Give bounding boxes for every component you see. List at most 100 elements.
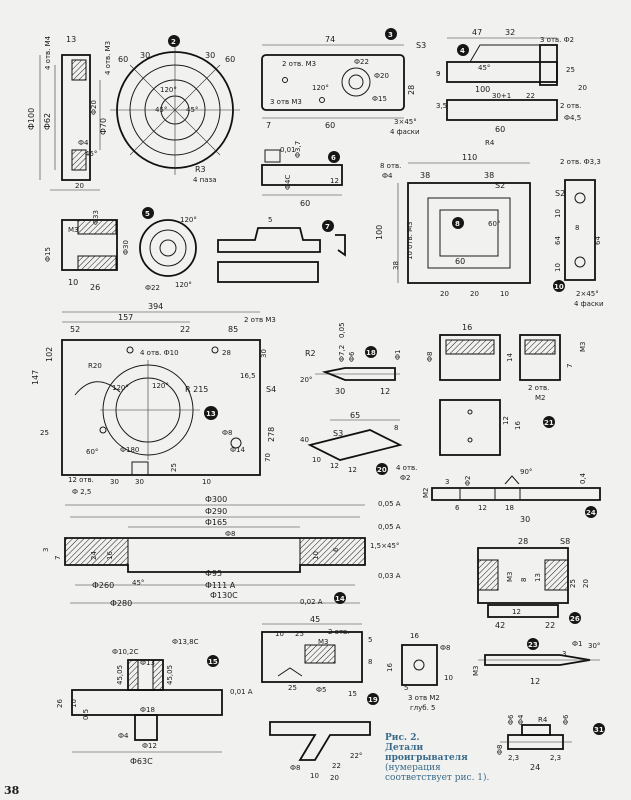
part-1-dim: Ф20 [90,100,98,115]
part-5-dim: Ф15 [44,247,52,262]
part-13-dim: 85 [228,325,238,334]
part-3-number-badge: 3 [385,28,397,40]
part-23-dim: М3 [472,666,480,677]
svg-text:6: 6 [331,154,336,162]
part-19-dim: Ф5 [316,686,326,694]
part-14-dim: 16 [106,551,114,560]
part-21-number-badge: 21 [543,416,555,428]
part-8-dim: 8 отв. [380,162,401,170]
part-21-dim: М2 [535,394,546,402]
part-4-dim: 9 [436,70,440,78]
part-5-drawing: Ф33 120° Ф15 Ф30 26 10 Ф22 120° М3 5 [44,207,197,292]
part-13-dim: 30 [260,349,268,358]
part-20-drawing: 65 S3 10 12 12 40 8 4 отв. Ф2 20 [300,411,417,482]
svg-text:5: 5 [145,210,150,218]
part-5-dim: М3 [68,226,79,234]
part-13-number-badge: 13 [204,406,218,420]
part-21-dim: 2 отв. [528,384,549,392]
svg-text:7: 7 [325,223,330,231]
part-10-dim: 4 фаски [574,300,604,308]
part-15-dim: Ф12 [142,742,157,750]
part-15-drawing: Ф13,8С Ф10,2С Ф13 45,05 45,05 Ф18 0,01 А… [56,638,253,766]
part-2-dim: 30 [140,51,150,60]
part-14-dim: 3 [42,548,50,552]
part-22-dim: 22 [332,762,341,770]
part-8-number-badge: 8 [452,217,464,229]
part-20-dim: 12 [348,466,357,474]
part-15-dim: 45,05 [166,665,174,685]
part-13-dim: 60° [86,448,98,456]
part-15-dim: Ф18 [140,706,155,714]
part-14-dim: Ф130С [210,591,238,600]
part-3-drawing: 74 2 отв. М3 Ф22 Ф20 3 отв М3 120° Ф15 2… [261,28,426,136]
part-19-drawing: 45 10 25 2 отв. М3 5 Ф5 15 25 8 19 [261,615,379,705]
part-3-dim: 28 [407,85,416,95]
part-20-dim: 65 [350,411,360,420]
part-31-dim: 2,3 [508,754,519,762]
part-6-dim: Ф4С [284,175,292,190]
svg-text:10: 10 [554,283,564,291]
part-10-dim: 10 [554,263,562,272]
part-24-dim: М2 [422,488,430,499]
part-3-dim: S3 [416,41,426,50]
part-3-dim: 74 [325,35,335,44]
part-7-drawing: 5 7 [217,216,346,283]
part-8-dim: 10 отв. М3 [406,221,414,260]
part-13-dim: R 215 [185,385,208,394]
part-18-number-badge: 18 [365,346,377,358]
part-15-dim: 0,5 [82,709,90,720]
part-8-dim: S2 [495,181,505,190]
svg-text:19: 19 [368,696,378,704]
part-2-dim: 60 [225,55,235,64]
part-3-dim: 4 фаски [390,128,420,136]
part-22-drawing: Ф8 10 22 20 22° [269,721,371,782]
part-20-number-badge: 20 [376,463,388,475]
part-24-dim: Ф2 [464,476,472,486]
part-15-dim: Ф10,2С [112,648,139,656]
part-26-drawing: 28 S8 М3 8 13 25 20 12 42 22 26 [477,537,590,630]
part-24-dim: 18 [505,504,514,512]
part-26-dim: 22 [545,621,555,630]
part-26-dim: М3 [506,572,514,583]
page-number: 38 [4,784,20,797]
part-4-number-badge: 4 [457,44,469,56]
part-13-dim: 147 [31,370,40,385]
part-6-drawing: 0,01 Ф3,7 Ф4С 12 60 6 [261,141,343,208]
part-5-dim: 120° [175,281,192,289]
svg-text:4: 4 [460,47,465,55]
part-23-number-badge: 23 [527,638,539,650]
part-19-dim: 5 [368,636,372,644]
part-3-dim: 3 отв М3 [270,98,302,106]
part-14-dim: Ф95 [205,569,222,578]
part-13-dim: Ф8 [222,429,232,437]
part-15-dim: Ф13 [140,659,155,667]
part-3-dim: Ф15 [372,95,387,103]
svg-text:23: 23 [528,641,538,649]
part-10-dim: 64 [554,236,562,245]
part-19-dim: 25 [288,684,297,692]
part-2-dim: 45° [186,106,198,114]
part-20-dim: 12 [330,462,339,470]
part-14-dim: 45° [132,579,144,587]
part-13-dim: Ф180 [120,446,139,454]
part-21-dim: 14 [506,353,514,362]
part-19-dim: 10 [275,630,284,638]
part-24-dim: 30 [520,515,530,524]
part-23-drawing: Ф1 30° М3 12 3 23 [472,638,600,686]
part-26-number-badge: 26 [569,612,581,624]
part-1-dim: 4 отв. М4 [44,35,52,70]
part-4-dim: 30+1 [492,92,511,100]
part-8-drawing: 110 8 отв. Ф4 38 38 S2 100 38 10 отв. М3… [375,153,531,298]
part-26-dim: 20 [582,579,590,588]
part-19-dim: М3 [318,638,329,646]
part-27-drawing: 16 Ф8 16 3 отв М2 глуб. 5 10 5 [386,632,453,712]
part-8-dim: 60° [488,220,500,228]
part-18-drawing: R2 Ф7,2 Ф6 20° 30 12 Ф1 0,05 18 [300,322,402,396]
part-24-dim: 90° [520,468,532,476]
part-13-dim: 2 отв М3 [244,316,276,324]
part-13-dim: S4 [266,385,276,394]
part-31-dim: Ф6 [562,714,570,725]
part-13-dim: Ф 2,5 [72,488,91,496]
part-13-dim: 70 [264,453,272,462]
part-2-dim: R3 [195,165,206,174]
